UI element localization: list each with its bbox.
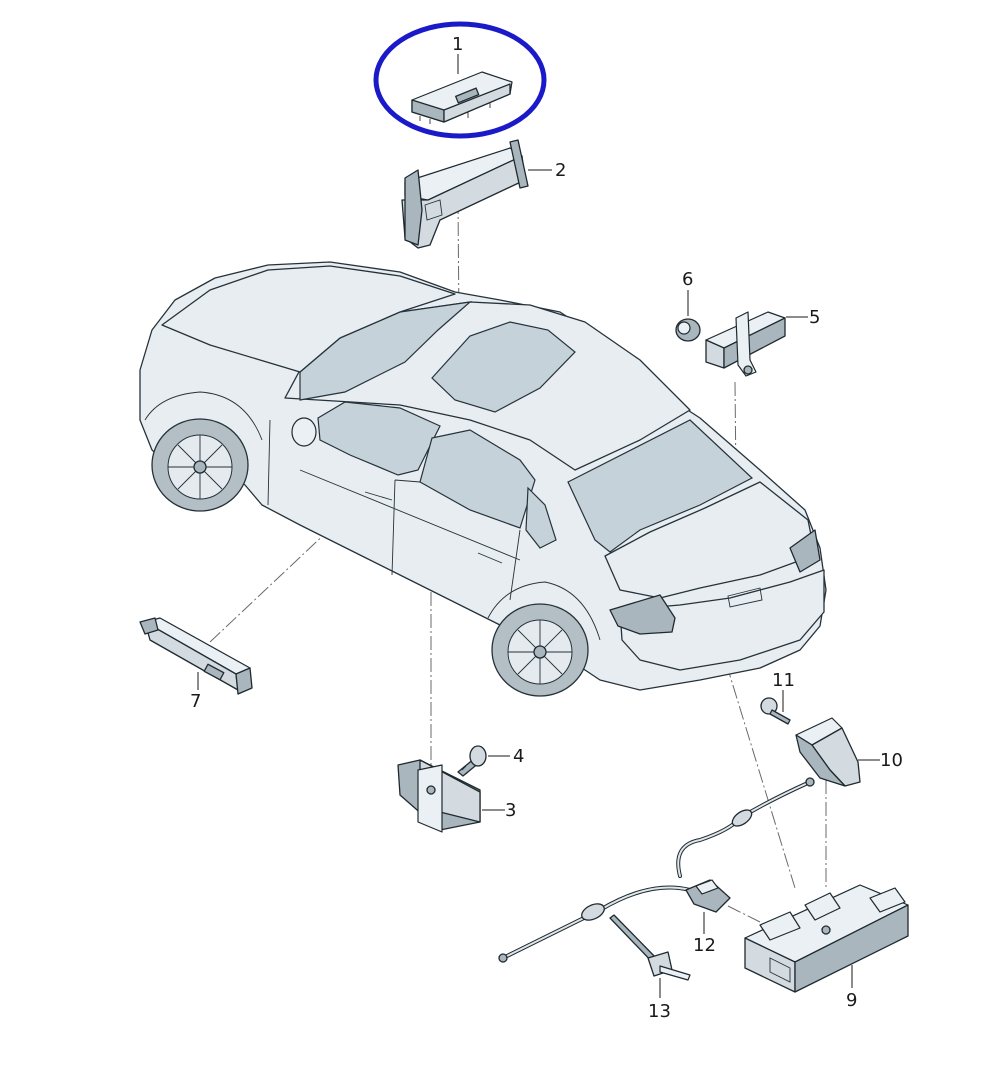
callout-10: 10 xyxy=(880,750,903,771)
car-front-window xyxy=(317,401,441,476)
car-rear-arch xyxy=(487,581,601,641)
car-quarter-window xyxy=(525,486,557,549)
callout-2: 2 xyxy=(555,160,566,181)
car-sunroof xyxy=(431,321,576,413)
callout-4: 4 xyxy=(513,746,524,767)
car-door-handle-front xyxy=(364,491,393,501)
part-9-control-unit xyxy=(744,884,909,993)
car-tail-light-right xyxy=(789,529,821,573)
car-rear-windshield xyxy=(567,419,754,553)
car-rear-bumper xyxy=(619,569,825,671)
car-tail-light-left xyxy=(609,594,676,635)
callout-6: 6 xyxy=(682,269,693,290)
locator-line-9 xyxy=(719,642,796,889)
car-mirror xyxy=(291,417,317,447)
part-10-cover xyxy=(795,717,861,787)
part-4-screw xyxy=(457,745,487,777)
callout-13: 13 xyxy=(648,1001,671,1022)
part-5-sensor-bracket xyxy=(705,311,786,377)
part-12-wiring-harness xyxy=(498,777,815,963)
part-7-antenna xyxy=(139,617,253,695)
callout-12: 12 xyxy=(693,935,716,956)
car-front-wheel xyxy=(151,418,249,512)
car-door-handle-rear xyxy=(477,552,503,564)
callout-3: 3 xyxy=(505,800,516,821)
part-11-screw xyxy=(760,697,791,725)
callout-labels: 1 2 3 4 5 6 7 9 10 11 12 13 xyxy=(190,34,903,1022)
callout-11: 11 xyxy=(772,670,795,691)
car-illustration xyxy=(139,261,827,697)
part-6-nut xyxy=(675,318,701,342)
car-rear-wheel xyxy=(491,603,589,697)
part-1-control-module xyxy=(411,71,513,124)
callout-7: 7 xyxy=(190,691,201,712)
car-door-lines xyxy=(267,419,521,601)
car-front-arch xyxy=(144,391,263,441)
car-plate-recess xyxy=(727,587,763,608)
callout-9: 9 xyxy=(846,990,857,1011)
locator-line-12 xyxy=(727,905,761,923)
part-13-cable-tie xyxy=(609,914,691,981)
callout-1: 1 xyxy=(452,34,463,55)
car-hood xyxy=(161,265,456,373)
part-3-bracket xyxy=(397,759,481,833)
part-2-bracket xyxy=(401,139,529,249)
callout-5: 5 xyxy=(809,307,820,328)
leader-lines xyxy=(197,54,880,998)
highlight-circle xyxy=(373,21,547,139)
